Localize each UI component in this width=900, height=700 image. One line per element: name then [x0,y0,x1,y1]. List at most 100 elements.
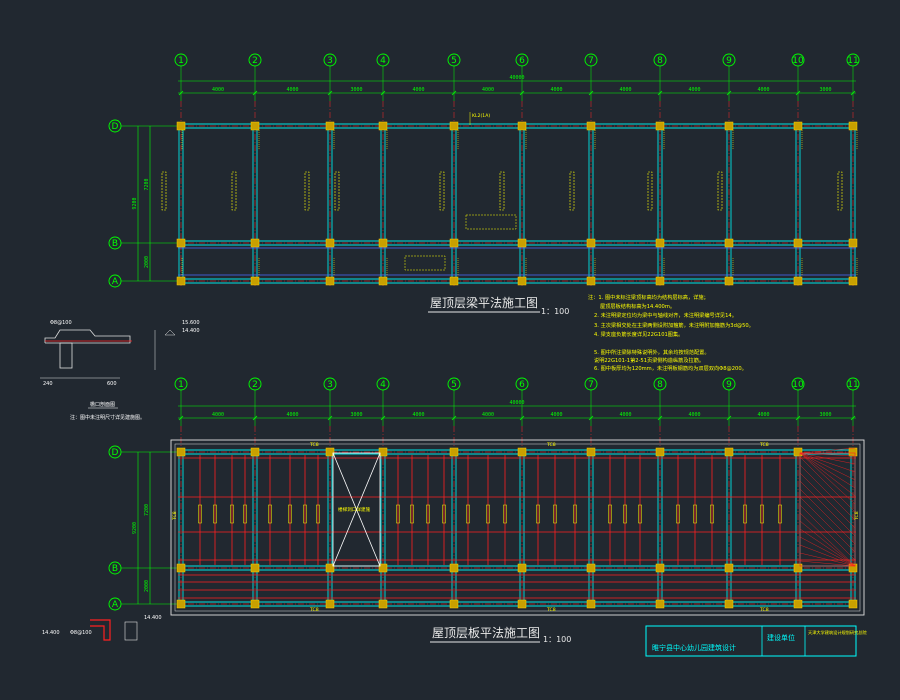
bottom-rebar-tag [303,504,307,524]
bottom-row-label: D [112,448,119,458]
edge-label-tc8: TC8 [854,511,860,521]
corner-section [124,621,138,641]
top-axis-label: 8 [657,56,663,66]
top-column [250,238,260,248]
bottom-column [724,563,734,573]
bottom-column [793,447,803,457]
bottom-column [449,447,459,457]
bottom-column [449,599,459,609]
bottom-rebar-tag [710,504,714,524]
bottom-rebar-tag [676,504,680,524]
top-axis-label: 2 [252,56,258,66]
corner-label-1: 14.400 [42,630,60,636]
hatch-line [799,452,856,505]
top-bay-dim: 4000 [412,87,424,93]
hatched-area [799,452,856,567]
top-beam-annotation [334,171,340,211]
top-column [655,276,665,286]
top-row-label: A [112,277,119,287]
bottom-axis-label: 6 [519,380,525,390]
bottom-rebar-tag [268,504,272,524]
top-column [793,276,803,286]
top-dim-tick [451,90,457,96]
top-dim-tick [850,90,856,96]
bottom-bay-dim: 4000 [412,412,424,418]
top-plan-title: 屋顶层梁平法施工图 [430,295,538,310]
section-beam [59,342,73,369]
stair-opening-diag [332,452,381,567]
bottom-outer-border [170,439,865,616]
top-note-box [465,214,517,230]
section-caption: 注：图中未注明尺寸详见建施图。 [70,414,145,421]
bottom-column [793,599,803,609]
bottom-column [250,599,260,609]
top-column [848,238,858,248]
note-line-3: 2. 未注明梁定位均为梁中与轴线对齐，未注明梁编号详见14。 [594,311,737,319]
bottom-side-dim-1: 7200 [144,504,150,516]
bottom-rebar-tag [288,504,292,524]
bottom-axis-label: 3 [327,380,333,390]
bottom-column [724,447,734,457]
bottom-column [848,599,858,609]
bottom-dim-tick [327,415,333,421]
bottom-column [793,563,803,573]
bottom-axis-label: 4 [380,380,386,390]
top-dim-tick [178,90,184,96]
top-column [378,121,388,131]
bottom-column [325,447,335,457]
corner-rebar [90,619,111,641]
bottom-bay-dim: 4000 [757,412,769,418]
bottom-dim-tick [795,415,801,421]
hatch-line [799,496,856,553]
top-axis-label: 5 [451,56,457,66]
top-beam-annotation [647,171,653,211]
hatch-line [799,528,856,567]
top-bay-dim: 4000 [619,87,631,93]
bottom-column [250,447,260,457]
bottom-dim-tick [657,415,663,421]
bottom-rebar-tag [213,504,217,524]
note-line-1: 注：1. 图中未标注梁顶标高均为结构层标高，详施； [588,293,709,301]
title-block-project: 睢宁县中心幼儿园建筑设计 [652,643,736,652]
note-line-7: 说明22G101-1第2-51页梁侧构造纵筋及拉筋。 [594,356,704,364]
top-column [176,238,186,248]
top-beam-annotation [717,171,723,211]
top-column [250,121,260,131]
bottom-column [250,563,260,573]
bottom-axis-label: 5 [451,380,457,390]
bottom-dim-tick [726,415,732,421]
top-column [449,238,459,248]
top-column [449,121,459,131]
top-column [793,238,803,248]
bottom-column [848,447,858,457]
corner-label-2: Φ8@100 [70,630,92,636]
bottom-rebar-tag [230,504,234,524]
bottom-plan-scale: 1：100 [543,635,571,644]
bottom-axis-label: 7 [588,380,594,390]
top-side-dim-2: 2000 [144,256,150,268]
general-notes: 注：1. 图中未标注梁顶标高均为结构层标高，详施； 屋顶层板结构标高为14.40… [588,293,754,372]
top-axis-label: 1 [178,56,184,66]
top-column [724,276,734,286]
bottom-rebar-tag [466,504,470,524]
top-dim-tick [657,90,663,96]
bottom-rebar-tag [693,504,697,524]
hatch-line [799,480,856,537]
top-column [724,238,734,248]
hatch-line [799,452,856,457]
note-line-4: 3. 主次梁相交处在主梁两侧设附加箍筋，未注明附加箍筋为3d@50。 [594,321,754,329]
hatch-line [799,472,856,529]
hatch-line [799,452,856,489]
top-bay-dim: 3000 [350,87,362,93]
bottom-rebar-tag [760,504,764,524]
hatch-line [799,552,856,567]
bottom-axis-label: 1 [178,380,184,390]
top-column [655,121,665,131]
top-column [176,121,186,131]
hatch-line [799,452,856,473]
bottom-column [655,447,665,457]
bottom-rebar-tag [410,504,414,524]
bottom-rebar-tag [573,504,577,524]
